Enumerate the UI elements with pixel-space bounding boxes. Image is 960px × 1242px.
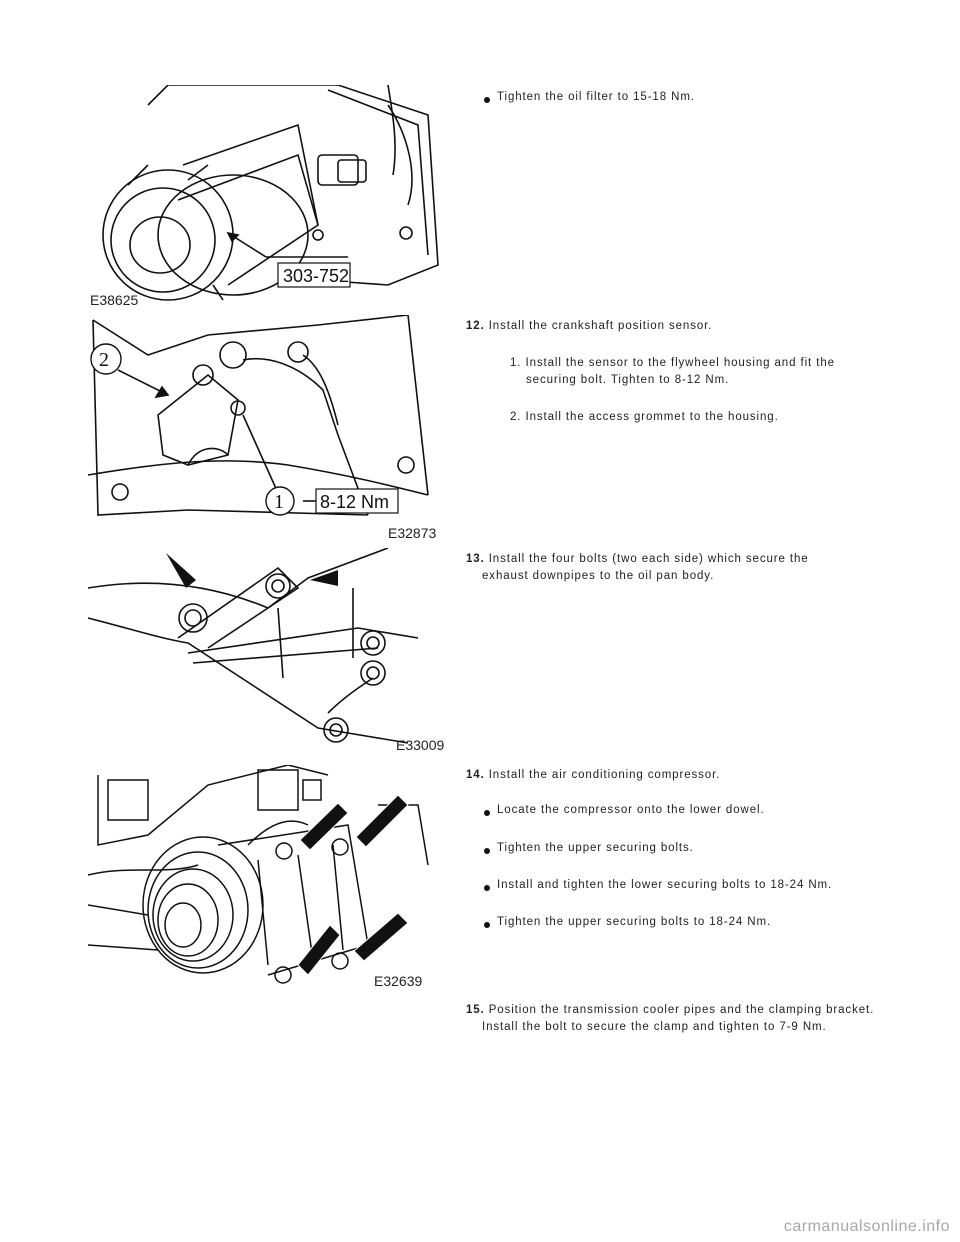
figure-code-2: E32873 [388, 525, 437, 541]
bullet-dot [484, 922, 490, 928]
step-number: 12. [466, 320, 485, 332]
step-14: 14.Install the air conditioning compress… [466, 767, 886, 784]
oil-filter-illustration: 303-752 [102, 85, 439, 301]
step-14-bullet-1: Locate the compressor onto the lower dow… [497, 804, 765, 816]
step-13: 13.Install the four bolts (two each side… [466, 551, 842, 585]
torque-label: 8-12 Nm [320, 492, 389, 512]
step-15: 15.Position the transmission cooler pipe… [466, 1002, 896, 1036]
step-12-sub-1: 1. Install the sensor to the flywheel ho… [510, 357, 835, 386]
figure-ac-compressor [88, 765, 446, 990]
downpipe-bolts-illustration [88, 548, 419, 744]
figure-oil-filter: 303-752 [88, 85, 446, 307]
step-number: 15. [466, 1004, 485, 1016]
step-12-sub-2: 2. Install the access grommet to the hou… [510, 411, 779, 423]
callout-2: 2 [99, 349, 109, 371]
step-text: Install the crankshaft position sensor. [488, 320, 713, 332]
step-number: 14. [466, 769, 485, 781]
step-12: 12.Install the crankshaft position senso… [466, 318, 886, 335]
bullet-dot [484, 848, 490, 854]
callout-1: 1 [274, 491, 284, 513]
tool-number-label: 303-752 [283, 266, 349, 286]
crankshaft-sensor-illustration: 2 1 8-12 Nm [88, 315, 429, 516]
watermark: carmanualsonline.info [783, 1218, 950, 1235]
figure-code-3: E33009 [396, 737, 445, 753]
figure-code-4: E32639 [374, 973, 423, 989]
figure-code-1: E38625 [90, 292, 139, 308]
step-text: Install the four bolts (two each side) w… [482, 553, 809, 582]
bullet-dot [484, 810, 490, 816]
step-text: Position the transmission cooler pipes a… [482, 1004, 875, 1033]
bullet-dot [484, 885, 490, 891]
step-text: Install the air conditioning compressor. [488, 769, 721, 781]
step-number: 13. [466, 553, 485, 565]
step-14-bullet-3: Install and tighten the lower securing b… [497, 879, 833, 891]
figure-crankshaft-sensor: 2 1 8-12 Nm [88, 315, 446, 540]
bullet-dot [484, 97, 490, 103]
step-14-bullet-4: Tighten the upper securing bolts to 18-2… [497, 916, 772, 928]
figure-downpipe-bolts [88, 548, 446, 748]
step-11-bullet: Tighten the oil filter to 15-18 Nm. [497, 91, 695, 103]
step-14-bullet-2: Tighten the upper securing bolts. [497, 842, 694, 854]
ac-compressor-illustration [88, 765, 429, 984]
